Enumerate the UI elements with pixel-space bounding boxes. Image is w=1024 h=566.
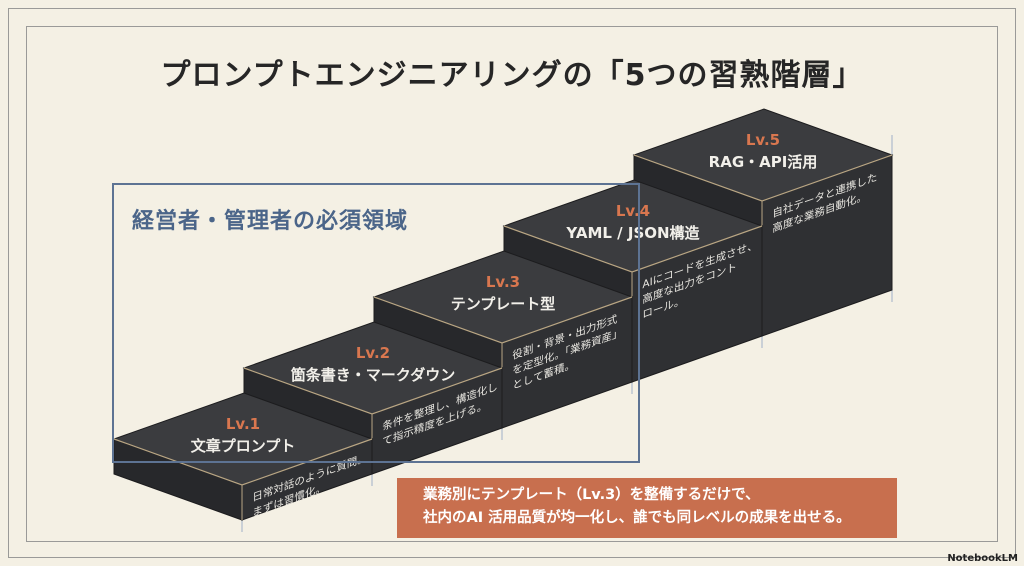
level-name: テンプレート型 [451, 295, 556, 313]
level-number: Lv.3 [486, 273, 520, 291]
callout-line-2: 社内のAI 活用品質が均一化し、誰でも同レベルの成果を出せる。 [423, 510, 851, 526]
inner-frame [26, 26, 998, 542]
level-number: Lv.4 [616, 202, 650, 220]
level-name: 箇条書き・マークダウン [290, 366, 455, 384]
management-region-box: 経営者・管理者の必須領域 [112, 183, 640, 463]
callout-line-1: 業務別にテンプレート（Lv.3）を整備するだけで、 [423, 487, 760, 503]
level-name: 文章プロンプト [191, 437, 296, 455]
region-label: 経営者・管理者の必須領域 [132, 209, 409, 234]
level-number: Lv.2 [356, 344, 390, 362]
outer-frame [8, 8, 1016, 558]
level-name: RAG・API活用 [709, 153, 818, 171]
page-title: プロンプトエンジニアリングの「5つの習熟階層」 [160, 58, 864, 93]
notebooklm-brand: NotebookLM [947, 553, 1018, 564]
level-number: Lv.1 [226, 415, 260, 433]
level-name: YAML / JSON構造 [565, 224, 699, 242]
callout-box: 業務別にテンプレート（Lv.3）を整備するだけで、 社内のAI 活用品質が均一化… [397, 478, 897, 538]
level-number: Lv.5 [746, 131, 780, 149]
